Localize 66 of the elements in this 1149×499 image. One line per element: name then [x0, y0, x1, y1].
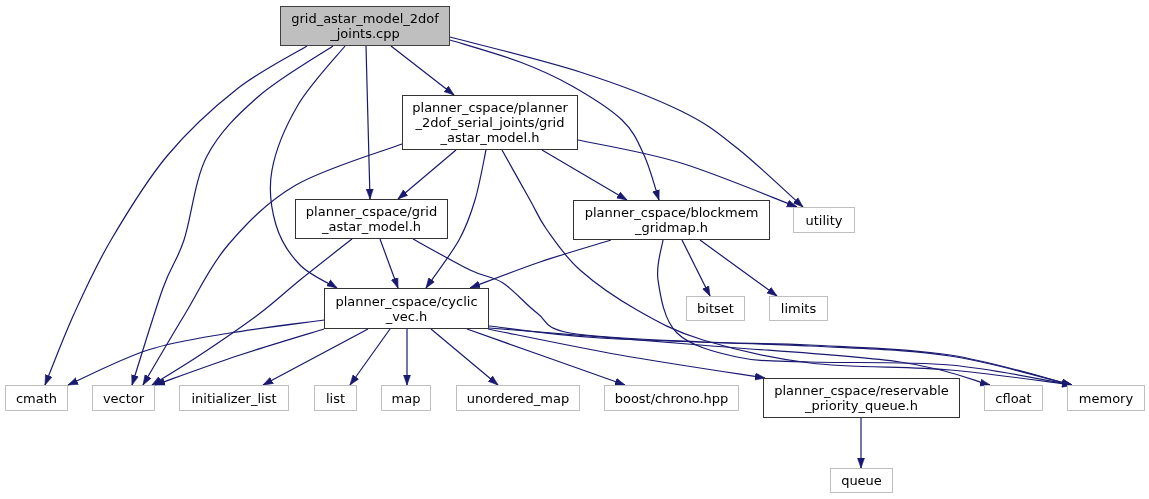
file-box [1067, 385, 1145, 411]
file-name: memory [1078, 390, 1134, 406]
file-box [793, 207, 855, 233]
include-arrow [857, 417, 865, 469]
include-arrow [379, 238, 399, 289]
include-arrow [699, 239, 778, 297]
include-arrow [397, 149, 457, 200]
include-arrow [469, 239, 612, 289]
file-name: cfloat [995, 390, 1032, 406]
file-name: bitset [697, 301, 734, 316]
include-arrow [131, 45, 334, 386]
include-arrow [487, 328, 766, 381]
include-arrow [269, 45, 346, 289]
file-box [5, 385, 68, 411]
file-box [402, 95, 578, 150]
include-arrow [67, 319, 325, 386]
file-box [381, 385, 431, 411]
file-name: list [325, 390, 346, 406]
file-box [92, 385, 155, 411]
include-arrow [449, 39, 660, 201]
file-box [769, 296, 828, 321]
include-arrow [577, 139, 798, 208]
file-box [456, 385, 580, 411]
file-box [314, 385, 357, 411]
file-name: cmath [15, 390, 58, 406]
include-arrow [44, 45, 308, 386]
file-box [280, 6, 450, 46]
file-box [295, 199, 448, 239]
include-arrow [449, 36, 804, 208]
file-name: boost/chrono.hpp [614, 390, 729, 406]
include-arrow [154, 328, 325, 386]
file-name: planner_cspace/grid _astar_model.h [304, 204, 439, 234]
file-name: planner_cspace/planner _2dof_serial_joints/grid _astar_model.h [411, 100, 569, 145]
file-box [573, 200, 770, 240]
file-name: vector [102, 390, 145, 406]
file-name: planner_cspace/blockmem _gridmap.h [583, 205, 760, 235]
include-arrow [262, 328, 369, 386]
include-arrow [365, 45, 374, 200]
file-name: unordered_map [466, 390, 570, 406]
file-name: initializer_list [191, 390, 277, 406]
include-arrow [430, 328, 499, 386]
include-arrow [681, 239, 711, 297]
include-arrow [403, 328, 411, 386]
file-box [324, 288, 489, 329]
file-box [686, 296, 745, 321]
file-name: planner_cspace/cyclic _vec.h [334, 293, 479, 324]
file-box [604, 385, 739, 411]
include-arrow [390, 45, 455, 96]
include-arrow [425, 149, 487, 289]
file-box [984, 385, 1043, 411]
file-name: queue [841, 473, 882, 488]
include-arrow [488, 327, 991, 386]
file-name: planner_cspace/reservable _priority_queue.h [773, 383, 950, 413]
include-arrow [142, 143, 403, 386]
include-arrow [466, 328, 626, 386]
file-name: utility [805, 212, 843, 228]
file-box [179, 385, 289, 411]
file-box [763, 378, 960, 418]
include-arrow [488, 325, 1073, 387]
file-name: limits [780, 301, 817, 316]
file-name: map [391, 390, 421, 406]
file-box [830, 468, 893, 493]
include-arrow [151, 238, 353, 386]
include-arrow [349, 328, 391, 386]
file-name: grid_astar_model_2dof _joints.cpp [290, 11, 440, 41]
include-arrow [541, 149, 628, 201]
